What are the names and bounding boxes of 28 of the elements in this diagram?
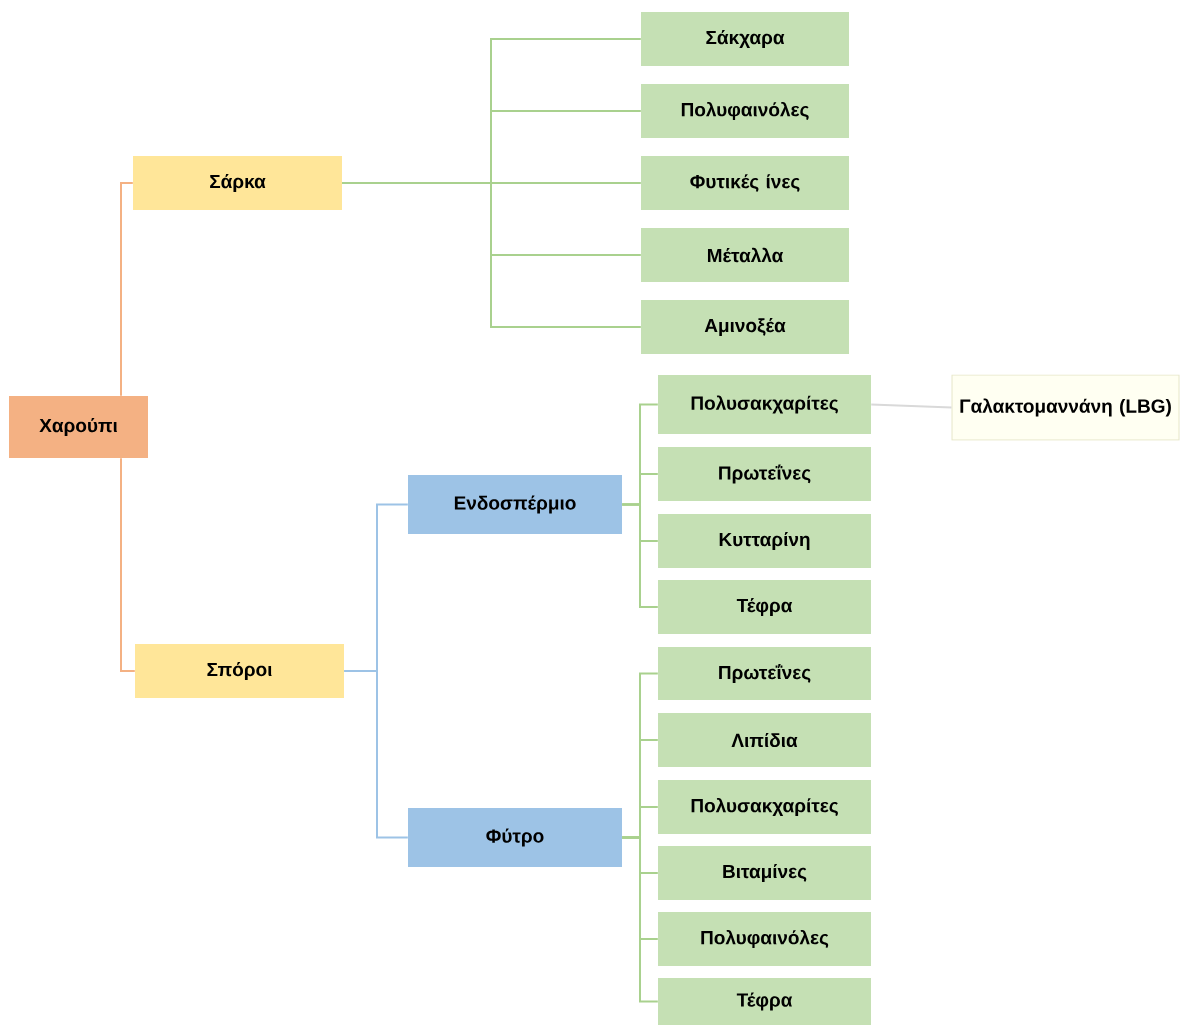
category-box: Τέφρα (658, 978, 871, 1025)
category-box: Σάρκα (133, 156, 342, 210)
category-box: Φύτρο (408, 808, 622, 867)
category-box: Πολυφαινόλες (658, 912, 871, 966)
category-box: Αμινοξέα (641, 300, 849, 354)
category-box: Φυτικές ίνες (641, 156, 849, 210)
category-box: Πρωτεΐνες (658, 447, 871, 501)
connector-line (343, 670, 409, 839)
category-box: Μέταλλα (641, 228, 849, 282)
connector-line (120, 457, 136, 672)
category-box: Πολυσακχαρίτες (658, 780, 871, 834)
category-box: Κυτταρίνη (658, 514, 871, 568)
category-box: Σάκχαρα (641, 12, 849, 66)
category-box: Πρωτεΐνες (658, 647, 871, 700)
category-box: Ενδοσπέρμιο (408, 475, 622, 534)
category-box: Χαρούπι (9, 396, 148, 458)
category-box: Τέφρα (658, 580, 871, 634)
category-box: Πολυφαινόλες (641, 84, 849, 138)
category-box: Σπόροι (135, 644, 344, 698)
connector-line (341, 182, 642, 328)
category-box: Γαλακτομαννάνη (LBG) (951, 374, 1180, 441)
category-box: Πολυσακχαρίτες (658, 375, 871, 434)
connector-line (621, 503, 659, 608)
category-box: Βιταμίνες (658, 846, 871, 900)
category-box: Λιπίδια (658, 713, 871, 767)
connector-line (870, 403, 953, 409)
connector-line (621, 836, 659, 1003)
connector-line (120, 182, 134, 397)
